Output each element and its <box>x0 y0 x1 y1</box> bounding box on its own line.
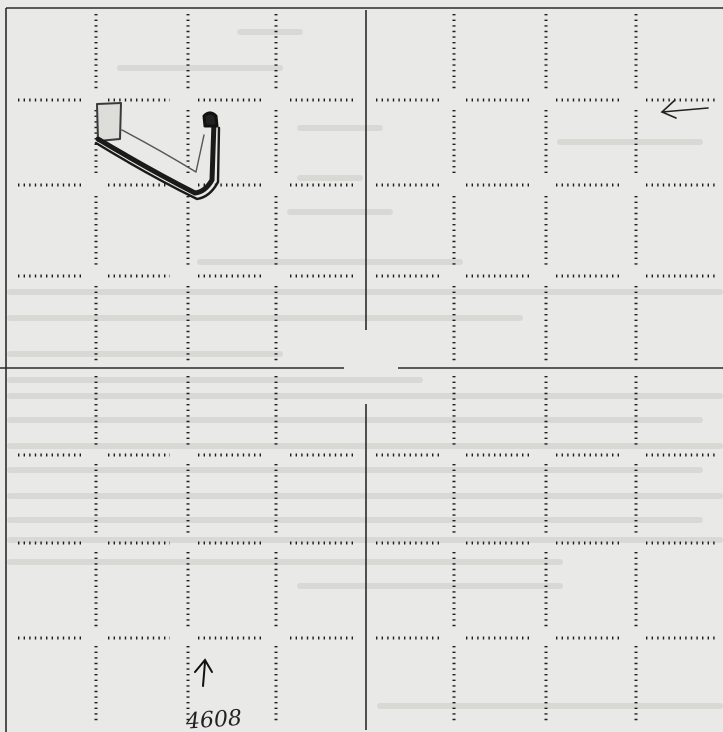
dotted-horizontal-lines <box>18 100 716 638</box>
handwritten-number: 4608 <box>184 706 243 732</box>
left-arrow-icon <box>662 100 708 118</box>
up-arrow-icon <box>195 660 212 686</box>
